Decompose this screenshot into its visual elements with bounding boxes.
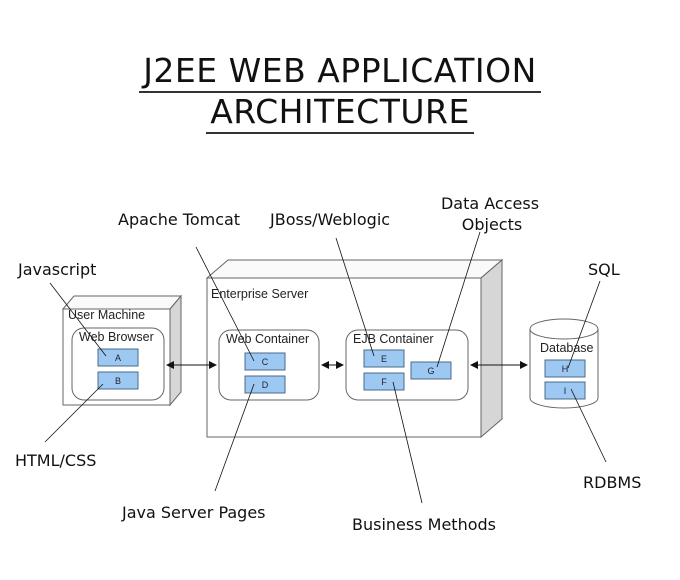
callout-line-apache-tomcat [195, 246, 255, 362]
user-machine-node: User Machine Web Browser A B [61, 294, 183, 407]
component-i-label: I [564, 386, 567, 396]
title-text-1: J2EE WEB APPLICATION [139, 51, 541, 93]
database-top [529, 318, 599, 340]
callout-business-methods: Business Methods [352, 515, 496, 534]
component-i [544, 381, 586, 400]
title-text-2: ARCHITECTURE [206, 92, 474, 134]
database-label: Database [540, 341, 594, 355]
callout-line-jboss [335, 237, 375, 357]
database-node: Database H I [529, 318, 599, 409]
ejb-container-label: EJB Container [353, 332, 434, 346]
component-c-label: C [262, 357, 269, 367]
component-e [363, 349, 405, 368]
component-e-label: E [381, 354, 387, 364]
enterprise-server-label: Enterprise Server [211, 287, 308, 301]
callout-sql: SQL [588, 260, 620, 279]
component-a-label: A [115, 353, 121, 363]
callout-line-rdbms [570, 388, 607, 463]
web-browser-label: Web Browser [79, 330, 154, 344]
callout-apache-tomcat: Apache Tomcat [118, 210, 240, 229]
callout-dao-line2: Objects [462, 215, 522, 234]
callout-line-business-methods [392, 381, 423, 504]
callout-line-javascript [49, 282, 107, 357]
component-g-label: G [427, 366, 434, 376]
callout-javascript: Javascript [17, 260, 96, 279]
callout-dao-line1: Data Access [441, 194, 539, 213]
component-h-label: H [562, 364, 569, 374]
callout-line-html-css [44, 383, 104, 443]
callout-jboss-weblogic: JBoss/Weblogic [269, 210, 390, 229]
callout-java-server-pages: Java Server Pages [121, 503, 266, 522]
component-b [97, 371, 139, 390]
component-d-label: D [262, 380, 269, 390]
component-f-label: F [381, 377, 387, 387]
callout-rdbms: RDBMS [583, 473, 641, 492]
user-machine-label: User Machine [68, 308, 145, 322]
enterprise-server-node: Enterprise Server Web Container C D EJB … [205, 258, 504, 439]
component-g [410, 361, 452, 380]
component-a [97, 348, 139, 367]
component-b-label: B [115, 376, 121, 386]
callout-html-css: HTML/CSS [15, 451, 96, 470]
enterprise-server-side-face [480, 258, 503, 439]
component-c [244, 352, 286, 371]
callout-line-jsp [214, 383, 255, 492]
diagram-title-line2: ARCHITECTURE [0, 92, 680, 134]
user-machine-side-face [169, 294, 182, 407]
callout-line-sql [567, 280, 601, 369]
callout-line-dao [436, 231, 481, 368]
enterprise-server-top-face [205, 259, 504, 279]
web-container-label: Web Container [226, 332, 309, 346]
component-h [544, 359, 586, 378]
diagram-title-line1: J2EE WEB APPLICATION [0, 51, 680, 93]
component-d [244, 375, 286, 394]
